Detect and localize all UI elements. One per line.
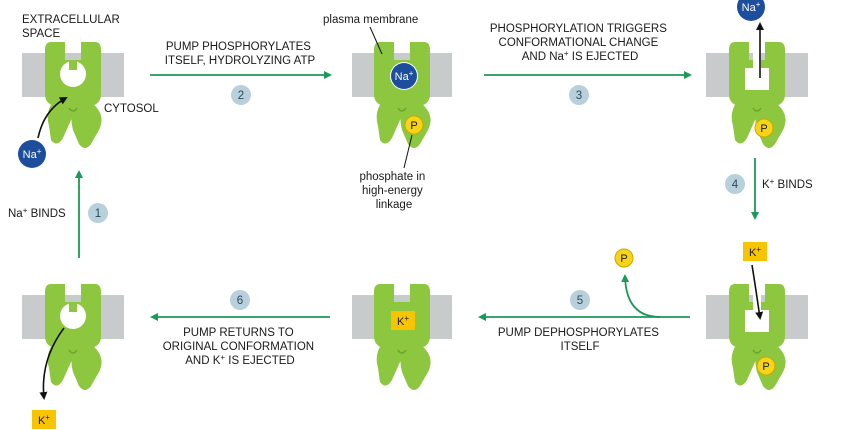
svg-text:1: 1 xyxy=(95,208,101,220)
svg-text:P: P xyxy=(762,361,769,373)
k-ion-bound: K+ xyxy=(391,311,415,330)
step-3-badge: 3 xyxy=(569,85,589,105)
svg-text:K+: K+ xyxy=(38,413,50,427)
step-6-badge: 6 xyxy=(230,290,250,310)
step-1-badge: 1 xyxy=(88,203,108,223)
k-ion-outside: K+ xyxy=(743,242,767,261)
step-4-caption: K+ BINDS xyxy=(762,177,813,191)
plasma-membrane-label: plasma membrane xyxy=(323,14,418,26)
step-2-badge: 2 xyxy=(231,85,251,105)
step-6-caption: PUMP RETURNS TO ORIGINAL CONFORMATION AN… xyxy=(163,327,318,367)
na-ion-ejected: Na+ xyxy=(737,0,765,21)
svg-text:4: 4 xyxy=(732,179,739,191)
svg-text:2: 2 xyxy=(238,90,244,102)
step-2-caption: PUMP PHOSPHORYLATES ITSELF, HYDROLYZING … xyxy=(165,41,316,67)
k-ion-cytosol: K+ xyxy=(32,410,56,429)
svg-text:Na+: Na+ xyxy=(23,147,42,161)
svg-text:6: 6 xyxy=(237,295,243,307)
cytosol-label: CYTOSOL xyxy=(104,103,159,115)
svg-text:3: 3 xyxy=(576,90,582,102)
na-ion-bound: Na+ xyxy=(391,63,417,89)
extracellular-space-label: EXTRACELLULAR SPACE xyxy=(22,14,123,40)
k-exit-arrow xyxy=(39,327,65,400)
phosphate-state-2: P xyxy=(404,115,424,135)
phosphate-release-arrow xyxy=(621,274,661,318)
svg-text:K+: K+ xyxy=(397,314,409,328)
phosphate-state-4: P xyxy=(756,356,776,376)
phosphate-linkage-label: phosphate in high-energy linkage xyxy=(359,171,428,211)
step-3-caption: PHOSPHORYLATION TRIGGERS CONFORMATIONAL … xyxy=(490,23,670,63)
svg-text:P: P xyxy=(760,123,767,135)
svg-text:Na+: Na+ xyxy=(395,69,414,83)
svg-text:P: P xyxy=(410,120,417,132)
phosphate-released: P xyxy=(614,248,634,268)
svg-text:P: P xyxy=(620,253,627,265)
step-1-caption: Na+ BINDS xyxy=(8,206,66,220)
plasma-membrane-pointer xyxy=(369,26,383,55)
na-entry-arrow xyxy=(37,97,68,139)
na-ion-cytosol: Na+ xyxy=(18,140,46,168)
svg-text:K+: K+ xyxy=(749,245,761,259)
phosphate-state-3: P xyxy=(754,118,774,138)
step-5-caption: PUMP DEPHOSPHORYLATES ITSELF xyxy=(498,327,662,353)
k-entry-arrow xyxy=(751,264,764,320)
svg-text:Na+: Na+ xyxy=(742,0,761,14)
step-4-badge: 4 xyxy=(725,174,745,194)
svg-text:5: 5 xyxy=(577,295,583,307)
step-5-badge: 5 xyxy=(570,290,590,310)
phosphate-pointer xyxy=(403,134,413,169)
